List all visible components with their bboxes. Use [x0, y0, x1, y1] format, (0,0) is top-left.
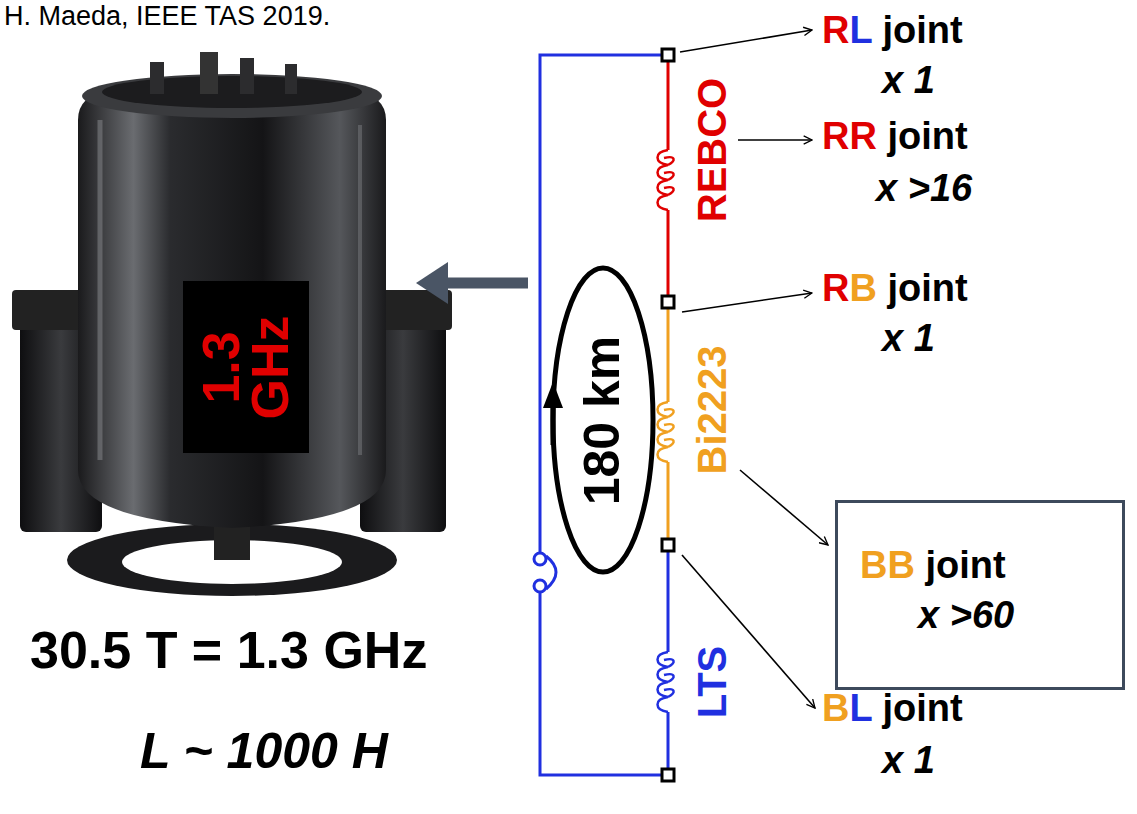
leader-arrow: [680, 30, 812, 52]
node-title: 1.3 GHz: [197, 315, 296, 419]
highlight: [98, 120, 103, 460]
coil-turn: [664, 439, 674, 447]
joint-square: [662, 49, 674, 61]
coil-turn: [664, 172, 674, 180]
frequency-plate: 1.3 GHz: [183, 281, 310, 453]
pointer-arrow: [440, 278, 528, 289]
switch-contact: [534, 553, 546, 565]
conductor-label: Bi2223: [690, 346, 734, 475]
node-body: x >60: [918, 595, 1100, 637]
length-label: 180 km: [576, 335, 631, 505]
joint-count: x >16: [876, 168, 972, 210]
conductor-label: REBCO: [690, 78, 734, 222]
coil-turn: [664, 674, 674, 682]
joint-square: [662, 539, 674, 551]
citation: H. Maeda, IEEE TAS 2019.: [4, 2, 330, 32]
highlight: [358, 125, 362, 455]
joint-label: RB joint: [822, 268, 968, 310]
joint-label: RL joint: [822, 10, 963, 52]
inductance-value: L ~ 1000 H: [140, 724, 388, 779]
coil-symbol: [658, 150, 669, 210]
coil-turn: [664, 157, 674, 165]
port: [240, 58, 254, 94]
leader-arrow: [738, 139, 812, 141]
joint-label: RR joint: [822, 116, 968, 158]
joint-label: BL joint: [822, 688, 963, 730]
joint-square: [662, 769, 674, 781]
joint-count: x 1: [882, 318, 935, 360]
leader-arrow: [740, 470, 828, 545]
pointer-arrow-head: [416, 262, 448, 304]
cryostat-body: [78, 90, 386, 528]
switch-contact: [534, 580, 546, 592]
cryostat-lid: [102, 76, 362, 108]
magnet-illustration: [12, 52, 452, 596]
joint-count: x 1: [882, 740, 935, 782]
coil-symbol: [658, 402, 669, 462]
current-loop: [553, 268, 653, 572]
highlight-box: BB joint x >60: [835, 500, 1125, 690]
cryostat-top: [82, 74, 382, 118]
port: [285, 64, 297, 94]
port: [150, 62, 164, 94]
port: [200, 52, 218, 94]
lts-wire: [540, 592, 662, 775]
coil-turn: [664, 659, 674, 667]
conductor-label: LTS: [690, 646, 734, 719]
coil-symbol: [658, 652, 669, 712]
field-value: 30.5 T = 1.3 GHz: [30, 622, 427, 679]
current-arrow-head: [543, 382, 563, 408]
node-title: BB joint: [860, 545, 1100, 587]
coil-turn: [664, 187, 674, 195]
leader-arrow: [682, 293, 812, 312]
coil-turn: [664, 409, 674, 417]
coil-turn: [664, 424, 674, 432]
persistent-switch: [546, 556, 556, 589]
coil-turn: [664, 689, 674, 697]
joint-count: x 1: [882, 60, 935, 102]
joint-square: [662, 296, 674, 308]
